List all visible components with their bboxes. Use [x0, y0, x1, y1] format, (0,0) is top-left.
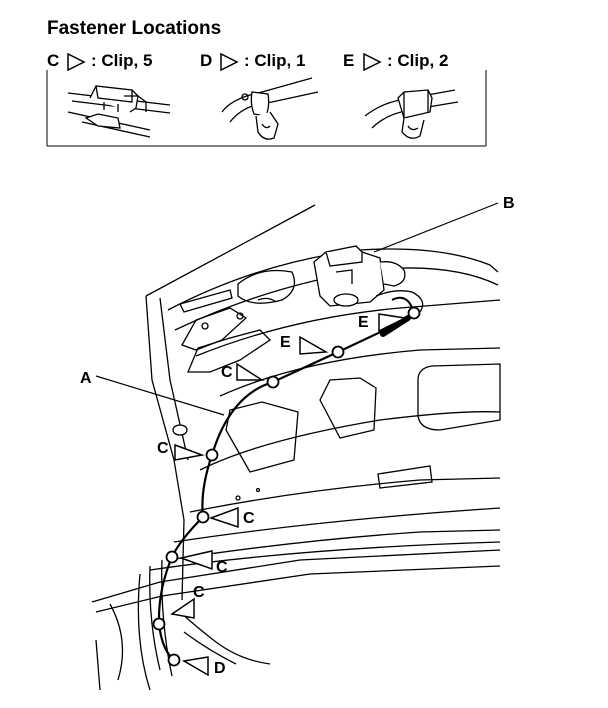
- clip-point-c-1: [266, 375, 280, 389]
- legend-text-d: : Clip, 1: [244, 51, 305, 70]
- trunk-lid-outline: [91, 204, 501, 691]
- legend-text-e: : Clip, 2: [387, 51, 448, 70]
- legend-letter-d: D: [200, 51, 212, 70]
- callout-c-1: C: [221, 364, 233, 381]
- clip-point-d-1: [167, 653, 181, 667]
- leader-line-a: [95, 375, 225, 416]
- legend-triangle-c-icon: [67, 52, 86, 72]
- legend-triangle-e-icon: [363, 52, 382, 72]
- pointer-c-2-icon: [174, 443, 205, 461]
- pointer-c-3-icon: [208, 506, 239, 529]
- clip-points: [152, 306, 421, 667]
- callout-c-5: C: [193, 584, 205, 601]
- clip-pointers: [170, 313, 408, 677]
- callout-c-2: C: [157, 440, 169, 457]
- pointer-c-1-icon: [236, 362, 265, 381]
- legend-text-c: : Clip, 5: [91, 51, 152, 70]
- legend-triangle-d-icon: [220, 52, 239, 72]
- diagram-title: Fastener Locations: [47, 18, 221, 39]
- pointer-d-1-icon: [181, 656, 209, 677]
- callout-e-2: E: [280, 334, 291, 351]
- wire-harness: [157, 296, 415, 661]
- callout-c-3: C: [243, 510, 255, 527]
- pointer-e-1-icon: [378, 313, 408, 333]
- legend-letter-e: E: [343, 51, 354, 70]
- clip-d-illustration: [221, 77, 319, 140]
- callout-d-1: D: [214, 660, 226, 677]
- clip-point-e-2: [331, 345, 345, 359]
- callout-b: B: [503, 195, 515, 212]
- clip-c-illustration: [67, 85, 171, 138]
- clip-point-e-1: [407, 306, 421, 320]
- clip-point-c-2: [205, 448, 219, 462]
- clip-point-c-3: [196, 510, 210, 524]
- legend-entry-d: D : Clip, 1: [200, 51, 305, 72]
- callout-e-1: E: [358, 314, 369, 331]
- callout-c-4: C: [216, 559, 228, 576]
- clip-point-c-5: [152, 617, 166, 631]
- leader-line-b: [373, 202, 499, 253]
- legend-entry-c: C : Clip, 5: [47, 51, 152, 72]
- legend-entry-e: E : Clip, 2: [343, 51, 448, 72]
- clip-point-c-4: [165, 550, 179, 564]
- pointer-e-2-icon: [299, 335, 329, 355]
- pointer-c-4-icon: [178, 550, 213, 571]
- trunk-lock-assembly: [313, 245, 424, 313]
- pointer-c-5-icon: [170, 597, 195, 619]
- callout-a: A: [80, 370, 92, 387]
- clip-e-illustration: [364, 89, 459, 139]
- legend-letter-c: C: [47, 51, 59, 70]
